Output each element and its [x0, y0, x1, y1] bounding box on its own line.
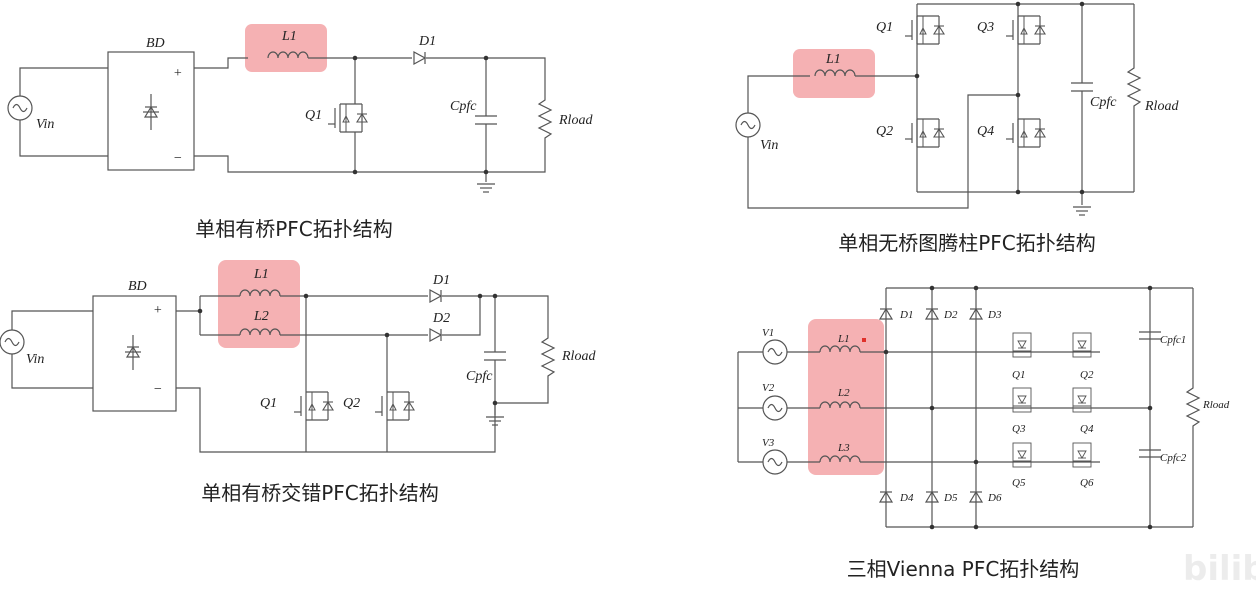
label-q3: Q3: [977, 20, 994, 35]
diagram-vienna-pfc: V1 V2 V3 L1 L2 L3 D1 D2 D3 D4 D5 D6 Q1 Q…: [737, 285, 1230, 581]
label-rload: Rload: [1202, 399, 1230, 411]
rload-icon: [538, 91, 552, 147]
label-cpfc: Cpfc: [450, 99, 477, 114]
label-d3: D3: [987, 309, 1002, 321]
q2-switch-icon: [904, 118, 945, 148]
label-q1: Q1: [876, 20, 893, 35]
label-q2: Q2: [1080, 369, 1094, 381]
vin-source-icon: [735, 112, 761, 138]
label-d2: D2: [943, 309, 958, 321]
label-minus: −: [173, 151, 182, 166]
inductors-highlight: [808, 319, 884, 475]
v3-source-icon: [762, 449, 788, 475]
rload-icon: [541, 329, 555, 385]
label-d5: D5: [943, 492, 958, 504]
q1-switch-icon: [904, 15, 945, 45]
diagram-totem-pole: L1 Q1 Q2 Q3 Q4 Cpfc Rload Vin 单相无桥图腾柱PFC…: [735, 1, 1179, 255]
label-q1: Q1: [305, 108, 322, 123]
label-v3: V3: [762, 437, 775, 449]
caption-vienna-pfc: 三相Vienna PFC拓扑结构: [847, 557, 1080, 581]
label-q6: Q6: [1080, 477, 1094, 489]
label-cpfc1: Cpfc1: [1160, 334, 1186, 346]
label-q1: Q1: [1012, 369, 1025, 381]
q1-switch-icon: [327, 103, 368, 133]
label-d1: D1: [432, 273, 450, 288]
label-q2: Q2: [876, 124, 893, 139]
label-q1: Q1: [260, 396, 277, 411]
label-q4: Q4: [977, 124, 994, 139]
label-l1: L1: [253, 267, 269, 282]
label-q5: Q5: [1012, 477, 1026, 489]
label-vin: Vin: [26, 352, 44, 367]
label-cpfc: Cpfc: [466, 369, 493, 384]
rload-icon: [1186, 379, 1200, 435]
label-l2: L2: [253, 309, 269, 324]
label-rload: Rload: [561, 349, 596, 364]
label-l1: L1: [837, 333, 850, 345]
q3-switch-icon: [1005, 15, 1046, 45]
label-d1: D1: [418, 34, 436, 49]
label-l2: L2: [837, 387, 850, 399]
label-d4: D4: [899, 492, 914, 504]
label-plus: +: [153, 303, 162, 318]
label-cpfc2: Cpfc2: [1160, 452, 1187, 464]
v2-source-icon: [762, 395, 788, 421]
label-rload: Rload: [558, 113, 593, 128]
label-l1: L1: [825, 52, 841, 67]
q4-switch-icon: [1005, 118, 1046, 148]
label-q2: Q2: [343, 396, 360, 411]
label-d2: D2: [432, 311, 450, 326]
label-d1: D1: [899, 309, 913, 321]
label-plus: +: [173, 66, 182, 81]
label-vin: Vin: [36, 117, 54, 132]
bridge-rectifier-box: [107, 51, 195, 171]
label-cpfc: Cpfc: [1090, 95, 1117, 110]
diagram-interleaved-pfc: BD L1 L2 D1 D2 Q1 Q2 Cpfc Rload Vin + − …: [0, 260, 596, 505]
caption-interleaved-pfc: 单相有桥交错PFC拓扑结构: [201, 481, 439, 505]
diagram-bridge-pfc: BD L1 D1 Q1 Cpfc Rload Vin + − 单相有桥PFC拓扑…: [7, 24, 593, 241]
caption-bridge-pfc: 单相有桥PFC拓扑结构: [195, 217, 393, 241]
label-rload: Rload: [1144, 99, 1179, 114]
vin-source-icon: [0, 329, 25, 355]
label-bd: BD: [146, 36, 165, 51]
q1-switch-icon: [293, 391, 334, 421]
label-l1: L1: [281, 29, 297, 44]
label-q3: Q3: [1012, 423, 1026, 435]
label-d6: D6: [987, 492, 1002, 504]
label-vin: Vin: [760, 138, 778, 153]
rload-icon: [1127, 59, 1141, 115]
bridge-rectifier-box: [92, 295, 177, 412]
inductor-highlight: [245, 24, 327, 72]
v1-source-icon: [762, 339, 788, 365]
label-bd: BD: [128, 279, 147, 294]
label-v1: V1: [762, 327, 774, 339]
watermark-logo: bilib: [1183, 549, 1256, 589]
label-l3: L3: [837, 442, 850, 454]
label-q4: Q4: [1080, 423, 1094, 435]
caption-totem-pole: 单相无桥图腾柱PFC拓扑结构: [838, 231, 1096, 255]
inductors-highlight: [218, 260, 300, 348]
label-v2: V2: [762, 382, 775, 394]
vin-source-icon: [7, 95, 33, 121]
q2-switch-icon: [374, 391, 415, 421]
label-minus: −: [153, 382, 162, 397]
